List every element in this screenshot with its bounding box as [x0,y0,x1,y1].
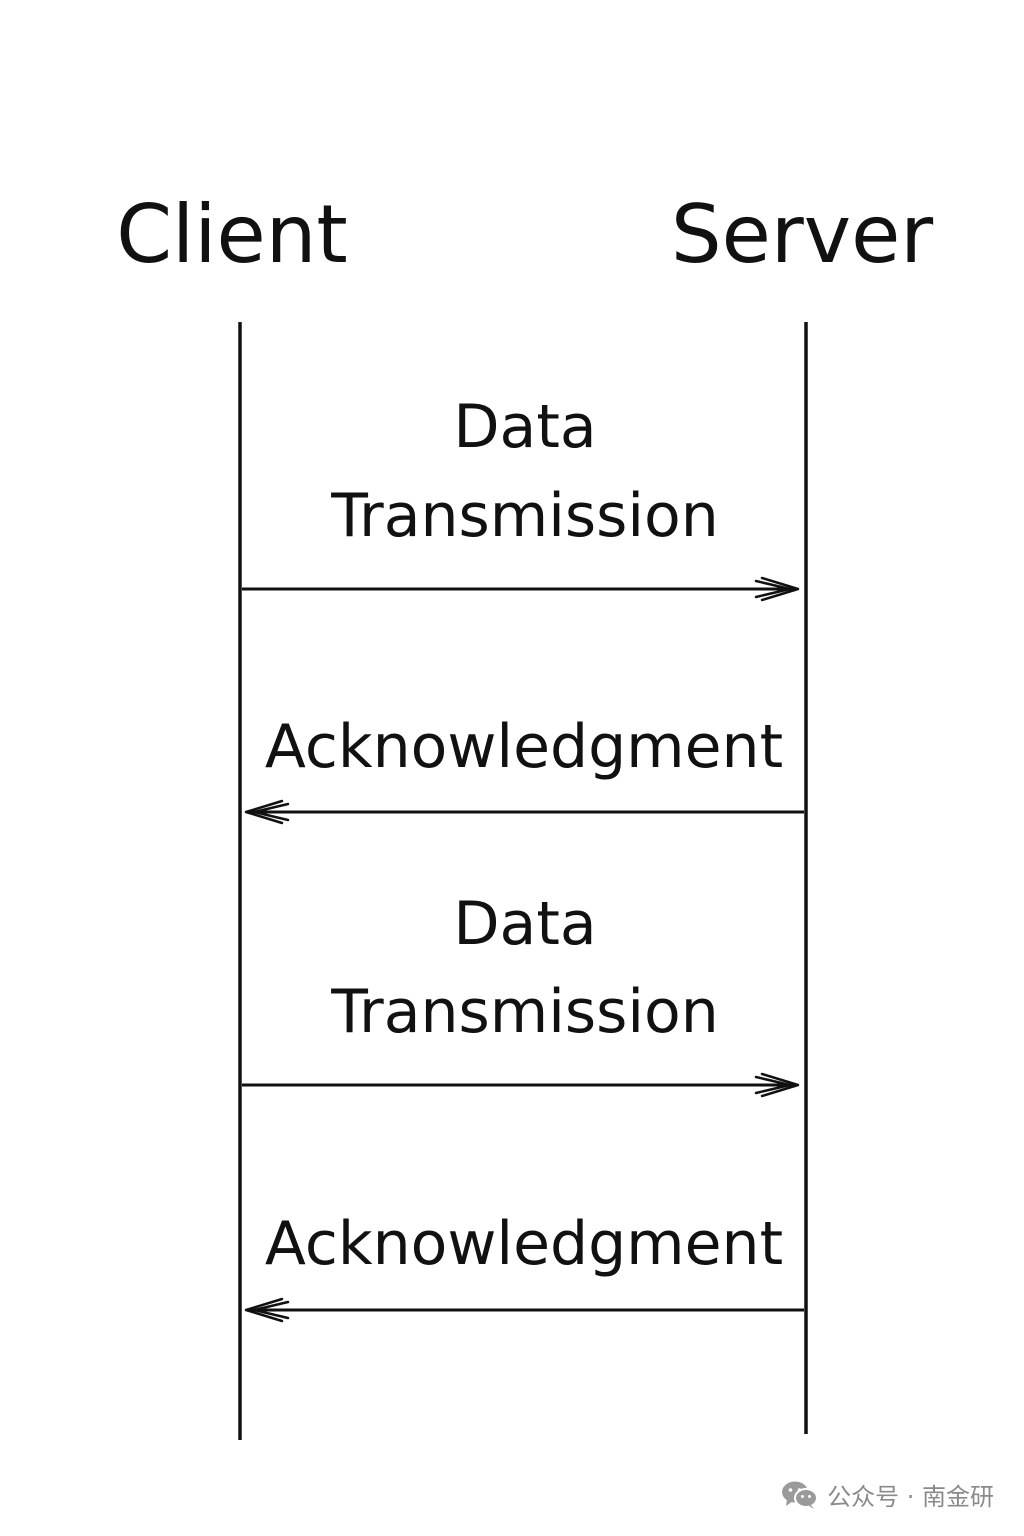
message-1-label-line-2: Transmission [330,481,719,551]
message-1-arrow [242,576,800,602]
arrowhead-left-icon [244,1297,284,1323]
message-3-label-line-2: Transmission [330,977,719,1047]
message-1-label-line-1: Data [453,392,596,462]
wechat-icon [782,1481,819,1509]
watermark-text: 公众号 · 南金研 [827,1483,994,1511]
arrowhead-left-icon [244,799,284,825]
arrowhead-right-icon [760,1072,800,1098]
message-3-arrow [242,1072,800,1098]
message-2-label: Acknowledgment [265,712,783,782]
message-3-label-line-1: Data [453,889,596,959]
arrowhead-right-icon [760,576,800,602]
server-label: Server [671,188,933,281]
message-4-label: Acknowledgment [265,1209,783,1279]
message-4-arrow [244,1297,804,1323]
client-label: Client [116,188,348,281]
message-2-arrow [244,799,804,825]
watermark: 公众号 · 南金研 [781,1477,994,1512]
